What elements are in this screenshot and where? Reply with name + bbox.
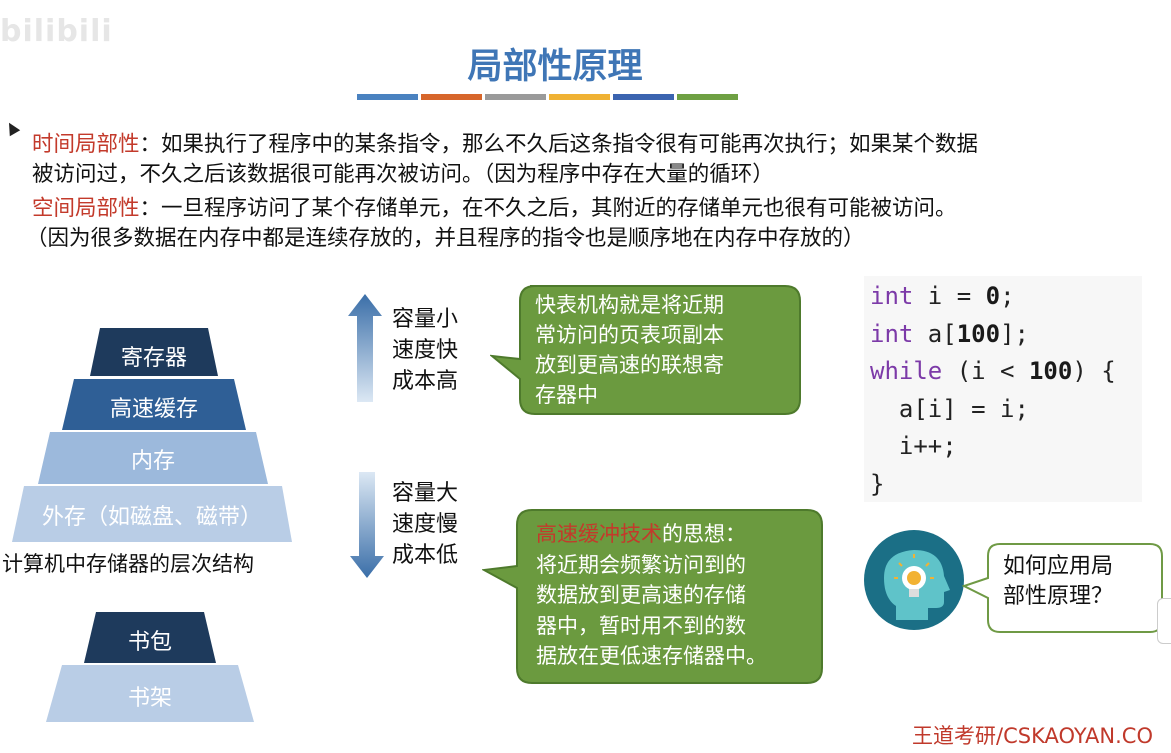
code-line-5: i++;	[870, 432, 957, 460]
down-label-3: 成本低	[392, 543, 459, 568]
pyramid-label-memory: 内存	[130, 449, 175, 474]
cache-line-1: 将近期会频繁访问到的	[536, 552, 746, 577]
question-line-2: 部性原理？	[1003, 584, 1114, 609]
pyramid-level-storage	[12, 486, 292, 542]
code-line-4: a[i] = i;	[870, 394, 1029, 423]
side-panel-tab[interactable]	[1157, 598, 1171, 644]
cache-after-term: 的思想：	[662, 522, 746, 546]
pyramid-label-cache: 高速缓存	[109, 397, 198, 422]
bilibili-watermark: bilibili	[0, 14, 113, 49]
accent-bar-2	[421, 94, 482, 100]
cache-line-4: 据放在更低速存储器中。	[536, 644, 767, 668]
analogy-level-shelf	[46, 665, 254, 722]
question-text: 如何应用局 部性原理？	[1003, 552, 1113, 612]
tlb-line-1: 快表机构就是将近期	[535, 293, 724, 317]
pyramid-label-storage: 外存（如磁盘、磁带）	[41, 505, 262, 530]
accent-bar-4	[549, 94, 610, 100]
cache-line-2: 数据放到更高速的存储	[536, 583, 746, 607]
code-line-6: }	[870, 469, 885, 498]
pyramid-level-memory	[38, 432, 268, 484]
analogy-level-bag	[84, 612, 216, 663]
code-line-3: while (i < 100) {	[870, 357, 1116, 385]
brand-footer: 王道考研/CSKAOYAN.CO	[912, 724, 1153, 748]
accent-bar-5	[613, 94, 674, 100]
memory-hierarchy-pyramid	[12, 328, 292, 542]
question-bubble	[962, 543, 1163, 633]
time-locality-text-1: ：如果执行了程序中的某条指令，那么不久后这条指令很有可能再次执行；如果某个数据	[139, 132, 979, 157]
down-label-2: 速度慢	[392, 512, 459, 537]
pyramid-label-register: 寄存器	[120, 346, 187, 371]
accent-bar-3	[485, 94, 546, 100]
accent-bars	[357, 94, 741, 100]
space-locality-paragraph: 空间局部性：一旦程序访问了某个存储单元，在不久之后，其附近的存储单元也很有可能被…	[26, 194, 1162, 254]
analogy-label-shelf: 书架	[127, 686, 172, 711]
time-locality-paragraph: 时间局部性：如果执行了程序中的某条指令，那么不久后这条指令很有可能再次执行；如果…	[32, 130, 1162, 190]
down-arrow-labels: 容量大 速度慢 成本低	[392, 478, 458, 571]
tlb-callout-bubble	[490, 285, 801, 415]
up-label-2: 速度快	[392, 338, 459, 363]
code-line-1: int i = 0;	[870, 282, 1015, 310]
tlb-line-2: 常访问的页表项副本	[535, 323, 724, 347]
cache-callout-text: 高速缓冲技术的思想： 将近期会频繁访问到的 数据放到更高速的存储 器中，暂时用不…	[536, 519, 767, 672]
up-arrow-icon	[348, 294, 382, 402]
code-line-2: int a[100];	[870, 319, 1029, 348]
tlb-line-4: 存器中	[535, 383, 598, 407]
space-locality-text-1: ：一旦程序访问了某个存储单元，在不久之后，其附近的存储单元也很有可能被访问。	[139, 196, 957, 221]
analogy-pyramid	[46, 612, 254, 722]
pyramid-level-register	[90, 328, 218, 376]
pyramid-level-cache	[62, 379, 246, 430]
space-locality-text-2: （因为很多数据在内存中都是连续存放的，并且程序的指令也是顺序地在内存中存放的）	[26, 226, 865, 251]
accent-bar-6	[677, 94, 738, 100]
pyramid-caption: 计算机中存储器的层次结构	[2, 552, 254, 576]
down-label-1: 容量大	[392, 481, 459, 506]
code-block: int i = 0; int a[100]; while (i < 100) {…	[864, 276, 1142, 502]
down-arrow-icon	[350, 472, 384, 578]
time-locality-text-2: 被访问过，不久之后该数据很可能再次被访问。（因为程序中存在大量的循环）	[32, 162, 774, 187]
thinking-head-icon	[864, 530, 964, 630]
cache-line-3: 器中，暂时用不到的数	[536, 613, 746, 638]
analogy-label-bag: 书包	[127, 630, 172, 655]
accent-bar-1	[357, 94, 418, 100]
up-label-1: 容量小	[392, 307, 459, 332]
question-line-1: 如何应用局	[1003, 554, 1114, 579]
tlb-line-3: 放到更高速的联想寄	[535, 353, 724, 377]
cache-term: 高速缓冲技术	[536, 522, 662, 546]
mouse-cursor-icon	[3, 119, 21, 137]
page-title: 局部性原理	[467, 47, 643, 87]
up-arrow-labels: 容量小 速度快 成本高	[392, 304, 458, 397]
tlb-callout-text: 快表机构就是将近期 常访问的页表项副本 放到更高速的联想寄 存器中	[535, 290, 724, 410]
time-locality-term: 时间局部性	[32, 132, 140, 157]
cache-callout-bubble	[482, 509, 823, 684]
space-locality-term: 空间局部性	[32, 196, 140, 221]
up-label-3: 成本高	[392, 369, 459, 394]
